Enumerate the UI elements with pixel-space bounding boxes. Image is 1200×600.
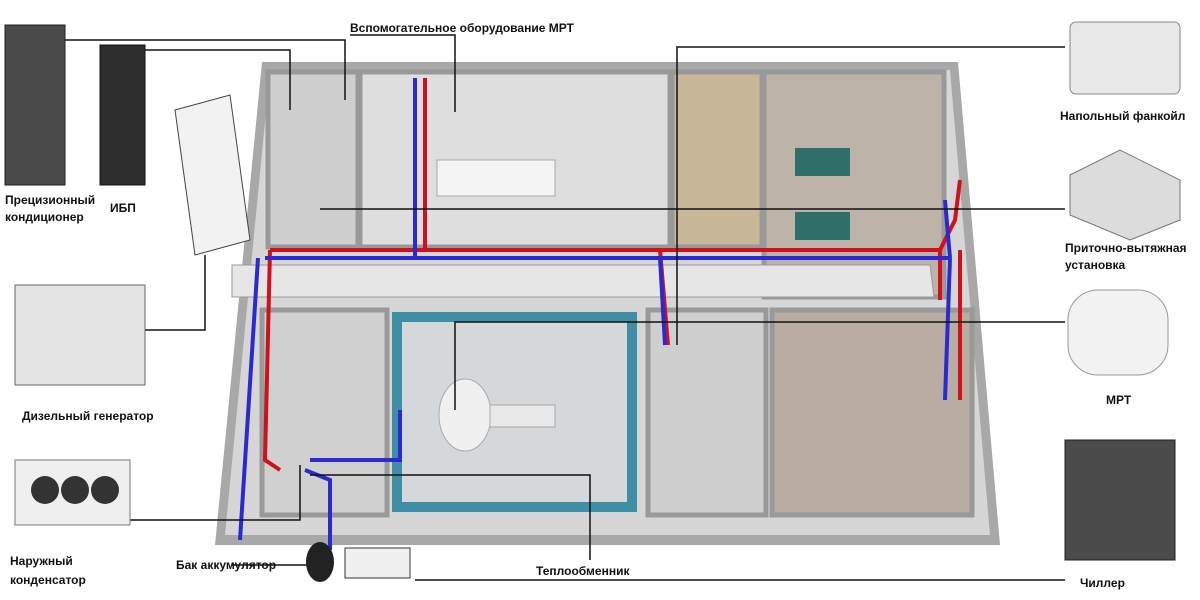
label-mri-aux: Вспомогательное оборудование МРТ [350,21,574,35]
pipes [238,78,962,550]
leader-lines [65,34,1065,581]
fan-icon [91,476,119,504]
label-heat-exchanger: Теплообменник [536,564,630,578]
label-ahu-1: Приточно-вытяжная [1065,241,1187,255]
heat-exchanger-unit [344,547,411,579]
label-diesel: Дизельный генератор [22,409,154,423]
label-ups: ИБП [110,201,136,215]
room-office [769,307,975,518]
fan-icon [61,476,89,504]
mri-machine [1067,289,1169,376]
label-ahu-2: установка [1065,258,1126,272]
label-precision-ac-2: кондиционер [5,210,84,224]
sofa [795,148,850,176]
room-wc [669,69,765,250]
floor-fancoil-unit [1069,21,1181,95]
ups-unit [99,44,146,186]
return-pipe [238,78,952,550]
label-fancoil: Напольный фанкойл [1060,109,1186,123]
bench [436,159,556,197]
sofa [795,212,850,240]
label-condenser-1: Наружный [10,554,73,568]
chiller-unit [1064,439,1176,561]
room-control [259,307,390,518]
mri-table [489,404,556,428]
room-server [265,69,361,250]
buffer-tank [306,542,334,582]
diesel-generator [14,284,146,386]
label-chiller: Чиллер [1080,576,1125,590]
label-tank: Бак аккумулятор [176,558,277,572]
precision-ac-unit [4,24,66,186]
ahu-unit [1069,149,1181,241]
corridor [231,264,935,298]
room-lounge [761,69,947,300]
mri-scanner [438,378,492,452]
label-precision-ac-1: Прецизионный [5,193,96,207]
fan-icon [31,476,59,504]
server-cabinet [174,94,251,256]
label-condenser-2: конденсатор [10,573,86,587]
label-mri: МРТ [1106,393,1132,407]
